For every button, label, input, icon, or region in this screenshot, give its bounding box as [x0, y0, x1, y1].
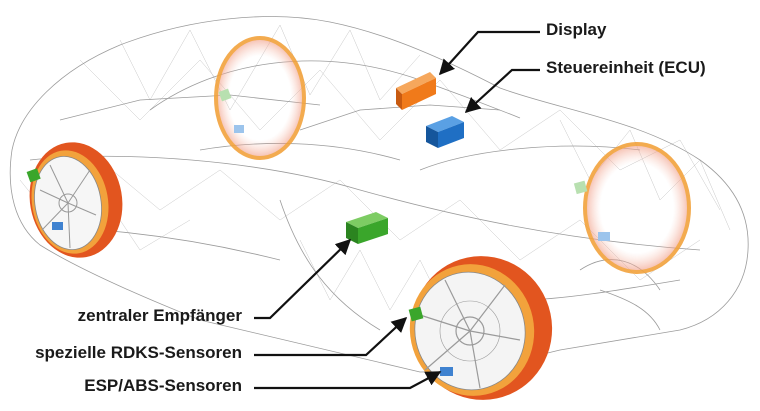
rear-near-wheel	[26, 142, 123, 258]
esp-sensor-rear-far	[234, 125, 244, 133]
leader-line-ecu	[464, 68, 540, 114]
rear-far-wheel	[214, 36, 306, 160]
leader-line-display	[438, 30, 540, 76]
rdks-sensor-rear-near	[26, 168, 41, 183]
rdks-sensor-rear-far	[218, 88, 232, 102]
central-receiver-module	[346, 212, 388, 244]
leader-lines	[254, 30, 540, 390]
esp-sensor-front-far	[598, 232, 610, 241]
esp-abs-sensors-label: ESP/ABS-Sensoren	[84, 376, 242, 395]
front-near-wheel	[408, 256, 553, 400]
esp-sensor-rear-near	[52, 222, 63, 230]
front-rim-spokes	[419, 279, 521, 389]
rdks-sensor-front-near	[408, 306, 424, 322]
esp-sensor-front-near	[440, 367, 453, 376]
ecu-label: Steuereinheit (ECU)	[546, 58, 706, 77]
rdks-sensors-label: spezielle RDKS-Sensoren	[35, 343, 242, 362]
ecu-module	[426, 116, 464, 148]
display-label: Display	[546, 20, 607, 39]
leader-line-receiver	[254, 238, 352, 320]
display-module	[396, 72, 436, 110]
leader-line-rdks	[254, 316, 408, 357]
rdks-sensor-front-far	[573, 180, 588, 195]
rear-rim-spokes	[39, 164, 97, 249]
leader-line-esp	[254, 371, 442, 390]
front-far-wheel	[573, 142, 691, 274]
car-body-wireframe	[9, 16, 749, 373]
central-receiver-label: zentraler Empfänger	[77, 306, 242, 325]
